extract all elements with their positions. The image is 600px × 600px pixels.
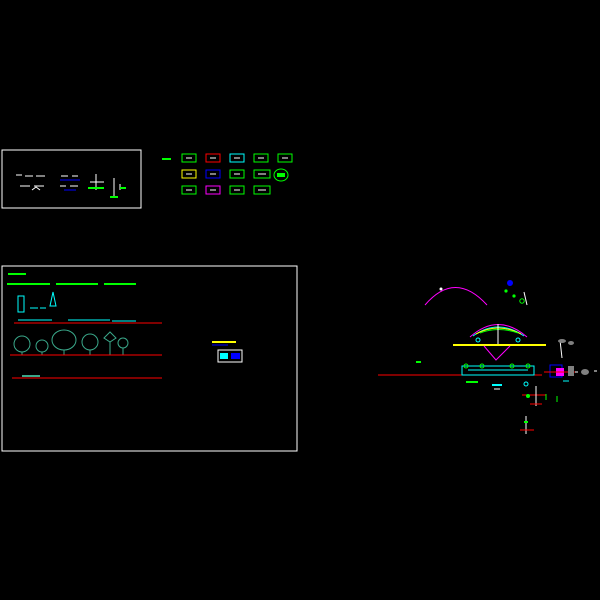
shrub-symbols xyxy=(17,291,136,322)
white-detail-sketches xyxy=(16,174,121,196)
scattered-plant-symbols xyxy=(504,280,528,306)
legend-swatch-green[interactable] xyxy=(229,169,245,179)
legend-swatch-green[interactable] xyxy=(253,153,269,163)
legend-swatch-green[interactable] xyxy=(229,185,245,195)
dome-arc xyxy=(424,287,488,306)
legend-swatch-green[interactable] xyxy=(181,185,197,195)
legend-swatch-green[interactable] xyxy=(253,169,271,179)
legend-swatch-green[interactable] xyxy=(253,185,271,195)
green-detail-marks xyxy=(88,187,126,198)
detail-sheet-frame[interactable] xyxy=(1,149,142,209)
legend-swatch-cyan[interactable] xyxy=(229,153,245,163)
site-plan-elevation[interactable] xyxy=(378,280,597,434)
gate-canopy xyxy=(469,324,528,344)
schedule-heading-marks xyxy=(7,273,136,285)
lower-plan-details xyxy=(466,381,546,434)
legend-swatch-blue[interactable] xyxy=(205,169,221,179)
layer-legend-grid[interactable] xyxy=(162,153,293,195)
legend-swatch-red[interactable] xyxy=(205,153,221,163)
blue-detail-marks xyxy=(60,179,80,191)
detail-sheet-border xyxy=(1,149,142,209)
legend-circle-swatch[interactable] xyxy=(273,168,289,182)
small-cyan-block[interactable] xyxy=(217,349,243,363)
dome-arc-node xyxy=(439,287,443,291)
plant-schedule-border xyxy=(1,265,298,452)
right-cluster-details xyxy=(544,339,597,402)
legend-swatch-yellow[interactable] xyxy=(181,169,197,179)
legend-swatch-magenta[interactable] xyxy=(205,185,221,195)
gate-base-elevation xyxy=(461,363,535,376)
legend-swatch-green[interactable] xyxy=(277,153,293,163)
section-cut-lines xyxy=(483,345,511,361)
tree-elevations xyxy=(13,329,129,355)
legend-swatch-green[interactable] xyxy=(181,153,197,163)
plant-schedule-sheet[interactable] xyxy=(1,265,298,452)
